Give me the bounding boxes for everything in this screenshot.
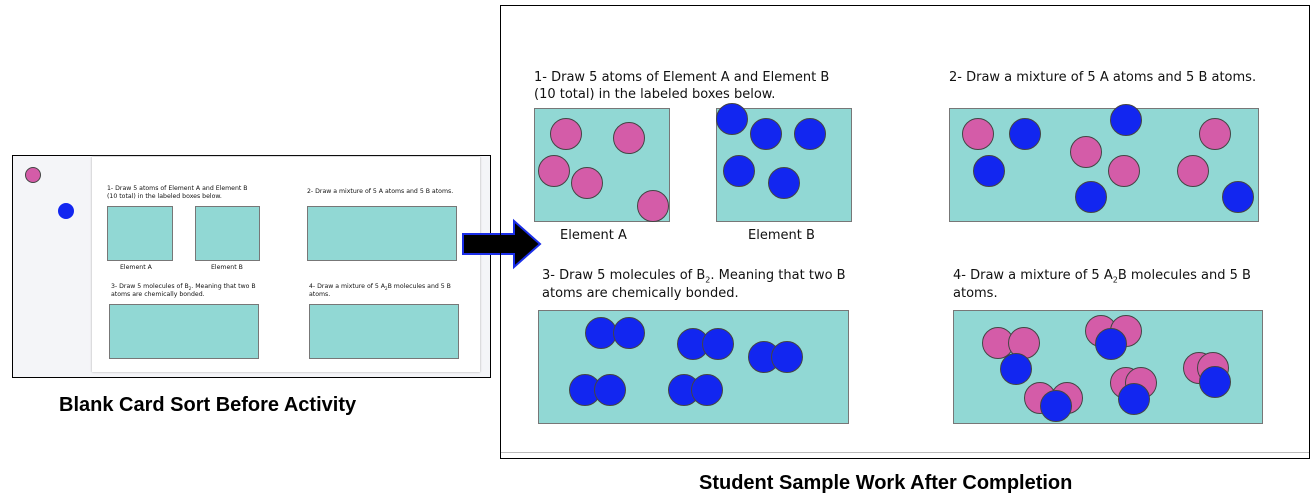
before-q2: 2- Draw a mixture of 5 A atoms and 5 B a… [307,188,454,195]
after-label-a: Element A [560,228,627,243]
before-label-b: Element B [211,264,243,271]
before-label-a: Element A [120,264,152,271]
q4-post: B molecules and 5 B [1117,268,1251,283]
before-q1-line2: (10 total) in the labeled boxes below. [107,193,222,201]
before-box-b2 [109,304,259,359]
atom-b[interactable] [1222,181,1254,213]
q3-line2: atoms are chemically bonded. [542,285,739,301]
before-q4: 4- Draw a mixture of 5 A2B molecules and… [309,283,451,299]
atom-a[interactable] [1199,118,1231,150]
atom-a[interactable] [1108,155,1140,187]
page-bottom-edge [501,452,1309,453]
before-box-element-b [195,206,260,261]
before-q1: 1- Draw 5 atoms of Element A and Element… [107,185,248,201]
q4-line2: atoms. [309,291,331,299]
atom-a[interactable] [1070,136,1102,168]
after-q4: 4- Draw a mixture of 5 A2B molecules and… [953,268,1251,303]
atom-b[interactable] [768,167,800,199]
before-box-mixture [307,206,457,261]
atom-a[interactable] [613,122,645,154]
atom-b[interactable] [1040,390,1072,422]
atom-b[interactable] [1009,118,1041,150]
q4-line2: atoms. [953,285,998,301]
before-box-a2b [309,304,459,359]
right-arrow-icon [462,218,542,270]
q3-post: . Meaning that two B [191,283,256,290]
atom-a[interactable] [637,190,669,222]
atom-b[interactable] [1000,353,1032,385]
atom-b[interactable] [1118,383,1150,415]
atom-a[interactable] [550,118,582,150]
q4-pre: 4- Draw a mixture of 5 A [953,268,1113,283]
atom-b[interactable] [1110,104,1142,136]
q4-post: B molecules and 5 B [387,283,451,290]
after-q1-line2: (10 total) in the labeled boxes below. [534,86,776,102]
atom-a[interactable] [962,118,994,150]
atom-b[interactable] [973,155,1005,187]
after-q1-line1: 1- Draw 5 atoms of Element A and Element… [534,70,830,85]
before-q1-line1: 1- Draw 5 atoms of Element A and Element… [107,185,248,192]
q3-pre: 3- Draw 5 molecules of B [542,268,706,283]
atom-a[interactable] [571,167,603,199]
q3-post: . Meaning that two B [710,268,846,283]
after-q3: 3- Draw 5 molecules of B2. Meaning that … [542,268,846,303]
atom-b[interactable] [723,155,755,187]
after-caption: Student Sample Work After Completion [699,472,1073,494]
after-q1: 1- Draw 5 atoms of Element A and Element… [534,70,829,104]
atom-a[interactable] [538,155,570,187]
after-label-b: Element B [748,228,815,243]
q4-sub: 2 [385,286,388,292]
atom-a-token[interactable] [25,167,41,183]
atom-b[interactable] [585,317,617,349]
before-caption: Blank Card Sort Before Activity [59,394,357,416]
q3-sub: 2 [705,275,711,285]
atom-b[interactable] [702,328,734,360]
atom-b-token[interactable] [58,203,74,219]
q3-line2: atoms are chemically bonded. [111,291,205,299]
atom-b[interactable] [594,374,626,406]
student-work-panel [500,5,1310,459]
atom-b[interactable] [794,118,826,150]
after-q2: 2- Draw a mixture of 5 A atoms and 5 B a… [949,70,1257,85]
before-q3: 3- Draw 5 molecules of B2. Meaning that … [111,283,256,299]
atom-a[interactable] [1177,155,1209,187]
atom-b[interactable] [771,341,803,373]
q3-sub: 2 [188,286,192,292]
atom-b[interactable] [1095,328,1127,360]
atom-b[interactable] [613,317,645,349]
atom-b[interactable] [1075,181,1107,213]
q4-pre: 4- Draw a mixture of 5 A [309,283,386,290]
atom-b[interactable] [750,118,782,150]
q4-sub: 2 [1112,275,1118,285]
before-box-element-a [107,206,173,261]
atom-b[interactable] [691,374,723,406]
atom-b[interactable] [716,103,748,135]
q3-pre: 3- Draw 5 molecules of B [111,283,189,290]
atom-b[interactable] [1199,366,1231,398]
